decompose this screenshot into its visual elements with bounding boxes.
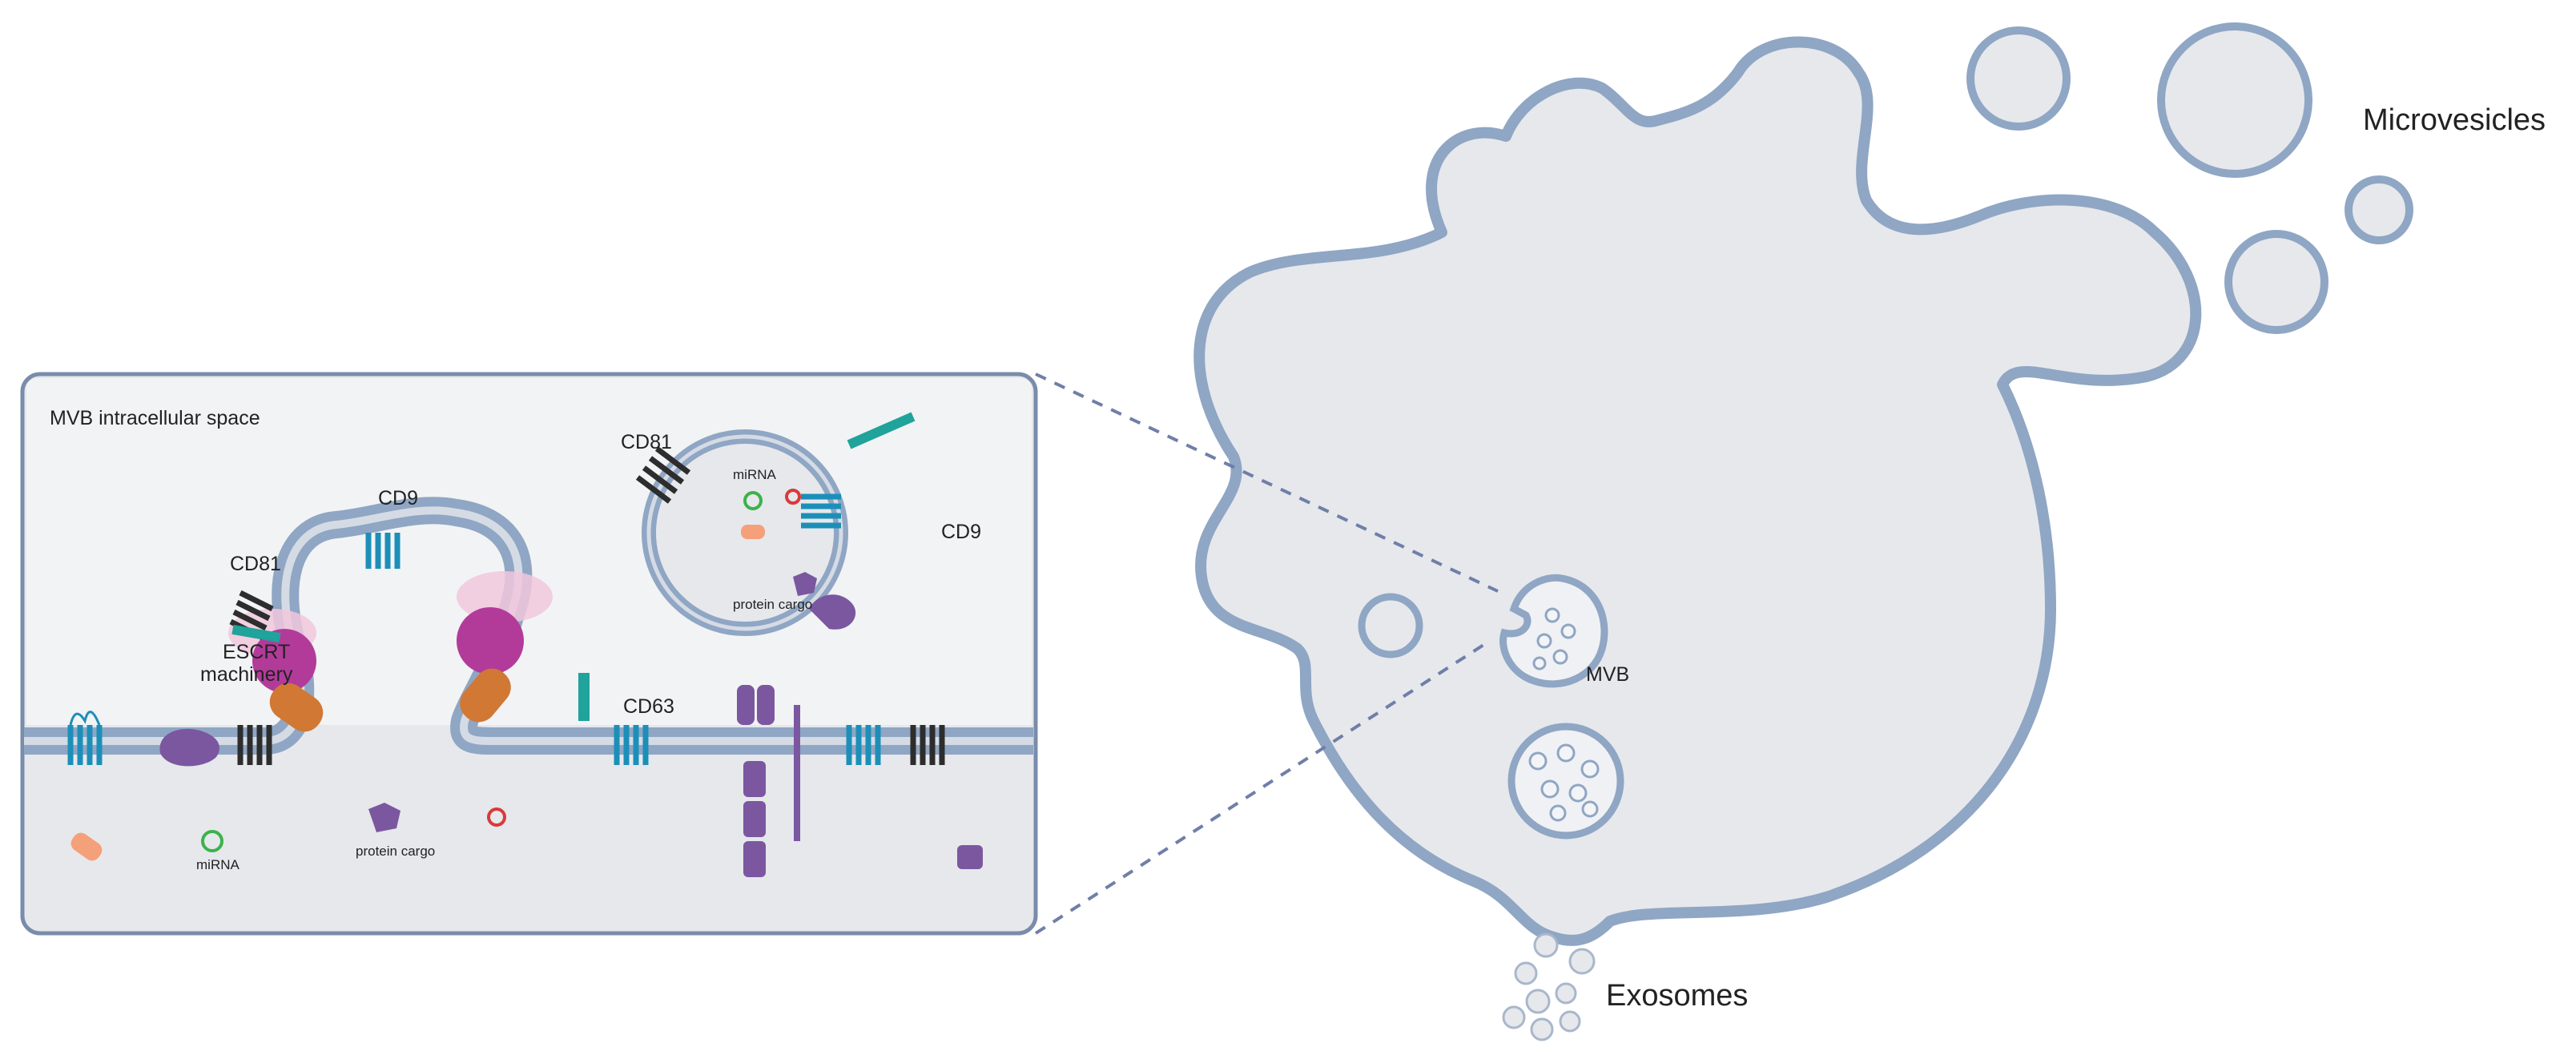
microvesicle [2345, 175, 2413, 244]
microvesicle [2157, 22, 2312, 178]
protein-cargo-vesicle-label: protein cargo [733, 597, 812, 612]
cd81-vesicle-label: CD81 [621, 431, 672, 453]
escrt-label-line2: machinery [200, 663, 293, 686]
intraluminal-vesicles [1532, 607, 1576, 670]
panel-title: MVB intracellular space [50, 407, 260, 429]
mvb-label: MVB [1586, 663, 1629, 686]
mirna-label: miRNA [196, 857, 239, 872]
microvesicles [1966, 22, 2413, 334]
microvesicle [2224, 230, 2328, 334]
cell [1193, 36, 2202, 946]
mvb-ilvs [1528, 743, 1600, 822]
mvb-forming [1499, 574, 1608, 688]
zoom-lines [1034, 372, 1499, 935]
mirna-vesicle-label: miRNA [733, 467, 776, 482]
cell-membrane [1193, 36, 2202, 946]
exosomes-label: Exosomes [1606, 979, 1748, 1013]
cd63-label: CD63 [623, 695, 674, 718]
cd81-label: CD81 [230, 553, 281, 575]
exosomes [1502, 932, 1596, 1041]
intraluminal-vesicle [635, 412, 916, 636]
zoom-panel: MVB intracellular space CD81 CD9 ESCRT m… [20, 372, 1038, 936]
escrt-machinery [252, 607, 524, 732]
cd9-vesicle-label: CD9 [941, 521, 981, 543]
microvesicle [1966, 26, 2071, 131]
mvb-mature [1507, 723, 1624, 840]
membrane-proteins [67, 533, 945, 877]
cd9-label: CD9 [378, 487, 418, 509]
protein-cargo-label: protein cargo [356, 844, 435, 859]
endosome-small [1358, 593, 1423, 658]
microvesicles-label: Microvesicles [2363, 103, 2546, 137]
cytoplasm-cargo [70, 803, 983, 869]
escrt-label-line1: ESCRT [223, 641, 290, 663]
